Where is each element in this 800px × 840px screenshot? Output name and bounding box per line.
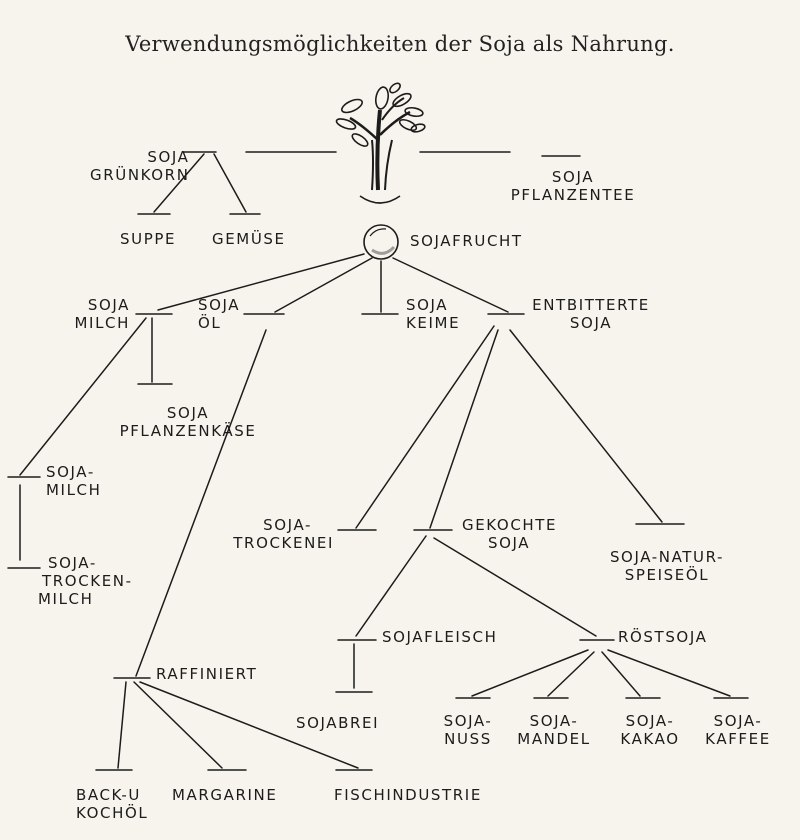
- node-gekochte-soja: GEKOCHTE SOJA: [462, 516, 557, 552]
- node-line: KAKAO: [620, 730, 680, 748]
- node-raffiniert: RAFFINIERT: [156, 665, 258, 683]
- node-line: GEKOCHTE: [462, 516, 558, 534]
- node-line: SPEISEÖL: [624, 566, 710, 584]
- node-line: PFLANZENKÄSE: [119, 422, 257, 440]
- node-line: SOJA: [406, 296, 449, 314]
- node-line: KEIME: [406, 314, 461, 332]
- node-line: SOJA-NATUR-: [609, 548, 725, 566]
- node-soja-oel: SOJA ÖL: [198, 296, 240, 332]
- node-line: KAFFEE: [705, 730, 771, 748]
- node-margarine: MARGARINE: [172, 786, 278, 804]
- node-line: SOJA: [551, 168, 595, 186]
- node-soja-gruenkorn: SOJA GRÜNKORN: [90, 148, 190, 184]
- node-line: SOJA-: [713, 712, 763, 730]
- node-line: SOJA: [569, 314, 613, 332]
- node-line: MILCH: [74, 314, 130, 332]
- node-line: SOJA-: [625, 712, 675, 730]
- node-soja-natur-speiseoel: SOJA-NATUR- SPEISEÖL: [600, 548, 734, 584]
- node-line: SOJA-: [529, 712, 579, 730]
- soybean-icon: [363, 224, 399, 260]
- node-line: BACK-U: [76, 786, 142, 804]
- node-entbitterte-soja: ENTBITTERTE SOJA: [528, 296, 654, 332]
- node-line: TROCKEN-: [42, 572, 133, 590]
- node-line: SOJA: [147, 148, 190, 166]
- node-soja-keime: SOJA KEIME: [406, 296, 460, 332]
- node-soja-pflanzentee: SOJA PFLANZENTEE: [488, 168, 658, 204]
- node-line: SOJA: [198, 296, 241, 314]
- node-line: GRÜNKORN: [90, 166, 190, 184]
- node-line: NUSS: [444, 730, 492, 748]
- diagram-title: Verwendungsmöglichkeiten der Soja als Na…: [125, 32, 675, 56]
- node-sojafrucht: SOJAFRUCHT: [410, 232, 523, 250]
- node-line: KOCHÖL: [76, 804, 149, 822]
- node-suppe: SUPPE: [120, 230, 177, 248]
- node-soja-pflanzenkaese: SOJA PFLANZENKÄSE: [108, 404, 268, 440]
- node-soja-milch-2: SOJA- MILCH: [46, 463, 101, 499]
- node-sojafleisch: SOJAFLEISCH: [382, 628, 498, 646]
- connector-lines: [7, 151, 749, 771]
- node-line: SOJA-: [263, 516, 312, 534]
- node-line: SOJA: [87, 296, 130, 314]
- node-soja-mandel: SOJA- MANDEL: [508, 712, 600, 748]
- node-back-u-kochoel: BACK-U KOCHÖL: [76, 786, 148, 822]
- node-line: MILCH: [46, 481, 102, 499]
- node-soja-kaffee: SOJA- KAFFEE: [698, 712, 778, 748]
- node-soja-nuss: SOJA- NUSS: [430, 712, 506, 748]
- node-line: MILCH: [38, 590, 94, 608]
- node-soja-kakao: SOJA- KAKAO: [612, 712, 688, 748]
- node-sojabrei: SOJABREI: [296, 714, 380, 732]
- node-gemuese: GEMÜSE: [212, 230, 286, 248]
- node-line: TROCKENEI: [233, 534, 334, 552]
- soy-plant-icon: [335, 82, 426, 204]
- node-soja-milch: SOJA MILCH: [62, 296, 130, 332]
- node-fischindustrie: FISCHINDUSTRIE: [334, 786, 482, 804]
- node-line: SOJA-: [48, 554, 97, 572]
- node-line: ÖL: [198, 314, 222, 332]
- node-line: SOJA-: [46, 463, 95, 481]
- node-roestsoja: RÖSTSOJA: [618, 628, 708, 646]
- node-line: SOJA-: [443, 712, 493, 730]
- node-line: SOJA: [166, 404, 210, 422]
- node-line: ENTBITTERTE: [532, 296, 650, 314]
- node-soja-trockenei: SOJA- TROCKENEI: [226, 516, 334, 552]
- node-line: MANDEL: [517, 730, 591, 748]
- node-soja-trockenmilch: SOJA- TROCKEN- MILCH: [38, 554, 133, 608]
- node-line: PFLANZENTEE: [510, 186, 636, 204]
- node-line: SOJA: [488, 534, 531, 552]
